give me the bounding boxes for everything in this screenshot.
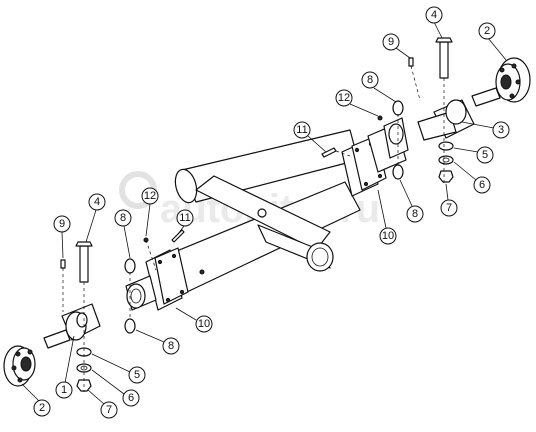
- right-king-pin: [435, 37, 453, 79]
- right-washers-nuts: [438, 141, 454, 183]
- svg-text:7: 7: [106, 404, 112, 416]
- callout-9-right: 9: [382, 33, 400, 51]
- callout-11-left: 11: [176, 209, 194, 227]
- svg-text:11: 11: [179, 212, 190, 224]
- callout-10-left: 10: [195, 315, 213, 333]
- right-spindle-knuckle: [417, 87, 501, 141]
- svg-text:10: 10: [382, 230, 394, 242]
- svg-text:6: 6: [128, 392, 134, 404]
- svg-text:7: 7: [446, 202, 452, 214]
- callout-4-right: 4: [425, 6, 443, 24]
- right-grease-fitting: [408, 57, 414, 67]
- callout-7-left: 7: [100, 401, 118, 419]
- callout-11-right: 11: [293, 121, 311, 139]
- callout-2-left: 2: [33, 399, 51, 417]
- callout-8-left-bottom: 8: [162, 337, 180, 355]
- svg-text:5: 5: [482, 149, 488, 161]
- callout-3: 3: [492, 121, 510, 139]
- svg-text:8: 8: [120, 212, 126, 224]
- svg-text:9: 9: [388, 36, 394, 48]
- svg-text:11: 11: [296, 124, 307, 136]
- callout-8-right-top: 8: [361, 71, 379, 89]
- svg-text:2: 2: [39, 402, 45, 414]
- svg-text:10: 10: [198, 318, 210, 330]
- left-grease-fitting: [60, 259, 66, 269]
- left-king-pin: [75, 241, 93, 283]
- callout-12-left: 12: [141, 187, 159, 205]
- svg-text:8: 8: [367, 74, 373, 86]
- callout-9-left: 9: [53, 215, 71, 233]
- assembly-lines: [62, 65, 445, 392]
- left-mount-bracket: [125, 247, 189, 311]
- svg-text:3: 3: [498, 124, 504, 136]
- svg-text:4: 4: [431, 9, 437, 21]
- left-spindle-knuckle: [43, 303, 101, 349]
- right-hub: [495, 57, 531, 103]
- svg-text:4: 4: [94, 196, 100, 208]
- callouts: 9 4 8 12 11 10 8 1 2 5 6 7 9 4 2 8 12 11: [21, 6, 510, 419]
- svg-text:9: 9: [59, 218, 65, 230]
- callout-7-right: 7: [440, 199, 458, 217]
- callout-6-left: 6: [122, 389, 140, 407]
- bushings: [124, 100, 404, 334]
- svg-text:6: 6: [479, 179, 485, 191]
- callout-4-left: 4: [88, 193, 106, 211]
- callout-5-right: 5: [476, 146, 494, 164]
- svg-text:5: 5: [134, 369, 140, 381]
- svg-text:1: 1: [61, 384, 67, 396]
- callout-5-left: 5: [128, 366, 146, 384]
- callout-12-right: 12: [335, 89, 353, 107]
- callout-8-right-bottom: 8: [406, 205, 424, 223]
- callout-6-right: 6: [473, 176, 491, 194]
- svg-text:8: 8: [168, 340, 174, 352]
- callout-8-left-top: 8: [114, 209, 132, 227]
- left-hub: [3, 345, 36, 387]
- callout-10-right: 10: [379, 227, 397, 245]
- svg-text:12: 12: [144, 190, 156, 202]
- callout-2-right: 2: [478, 22, 496, 40]
- svg-text:12: 12: [338, 92, 350, 104]
- right-mount-bracket: [341, 117, 409, 197]
- svg-text:8: 8: [412, 208, 418, 220]
- callout-1: 1: [55, 381, 73, 399]
- svg-text:2: 2: [484, 25, 490, 37]
